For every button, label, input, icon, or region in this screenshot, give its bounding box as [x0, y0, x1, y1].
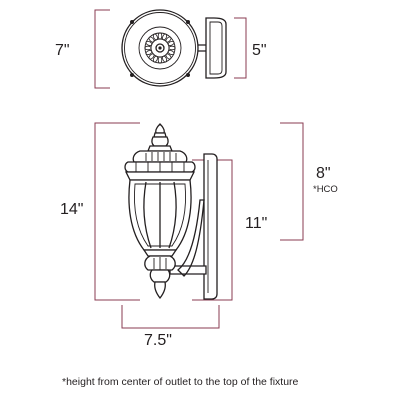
front-view [94, 122, 304, 329]
label-body-height: 11" [245, 215, 267, 232]
dimension-bracket-plate [234, 17, 247, 79]
rosette-ornament [138, 26, 182, 70]
rosette-petal [157, 32, 163, 40]
label-width: 7.5" [144, 332, 172, 349]
rosette-petal [152, 55, 158, 63]
rosette-petal [165, 36, 172, 43]
lantern-crown [124, 145, 196, 181]
label-overall-height: 14" [60, 201, 83, 218]
label-top-depth: 7" [55, 42, 70, 59]
label-hco: 8" [316, 165, 331, 182]
lantern-base [142, 249, 178, 300]
rosette-petal [167, 40, 175, 46]
rosette-petal [152, 33, 158, 41]
label-plate-height: 5" [252, 42, 267, 59]
wall-plate-side-view [205, 17, 227, 79]
mount-dot [186, 20, 190, 24]
rosette-petal [168, 45, 176, 51]
mount-dot [130, 73, 134, 77]
rosette-petal [148, 36, 155, 43]
dimension-bracket-top-depth [94, 9, 110, 89]
dimension-bracket-overall-height [94, 122, 140, 301]
wall-plate-front [203, 153, 218, 300]
dimension-bracket-hco [280, 122, 304, 241]
rosette-petal [162, 33, 168, 41]
finial [151, 123, 169, 147]
footnote: *height from center of outlet to the top… [62, 376, 299, 388]
mount-dot [130, 20, 134, 24]
lantern-glass-body [128, 179, 192, 251]
rosette-petal [157, 56, 163, 64]
rosette-petal [162, 55, 168, 63]
mount-dot [186, 73, 190, 77]
dimension-bracket-width [121, 305, 220, 329]
rosette-petal [145, 50, 153, 56]
rosette-petal [144, 45, 152, 51]
rosette-petal [148, 53, 155, 60]
label-hco-note: *HCO [313, 184, 338, 195]
rosette-petal [145, 40, 153, 46]
canopy-top-outline [121, 9, 199, 87]
rosette-petal [167, 50, 175, 56]
top-view [94, 9, 247, 89]
rosette-petal [165, 53, 172, 60]
